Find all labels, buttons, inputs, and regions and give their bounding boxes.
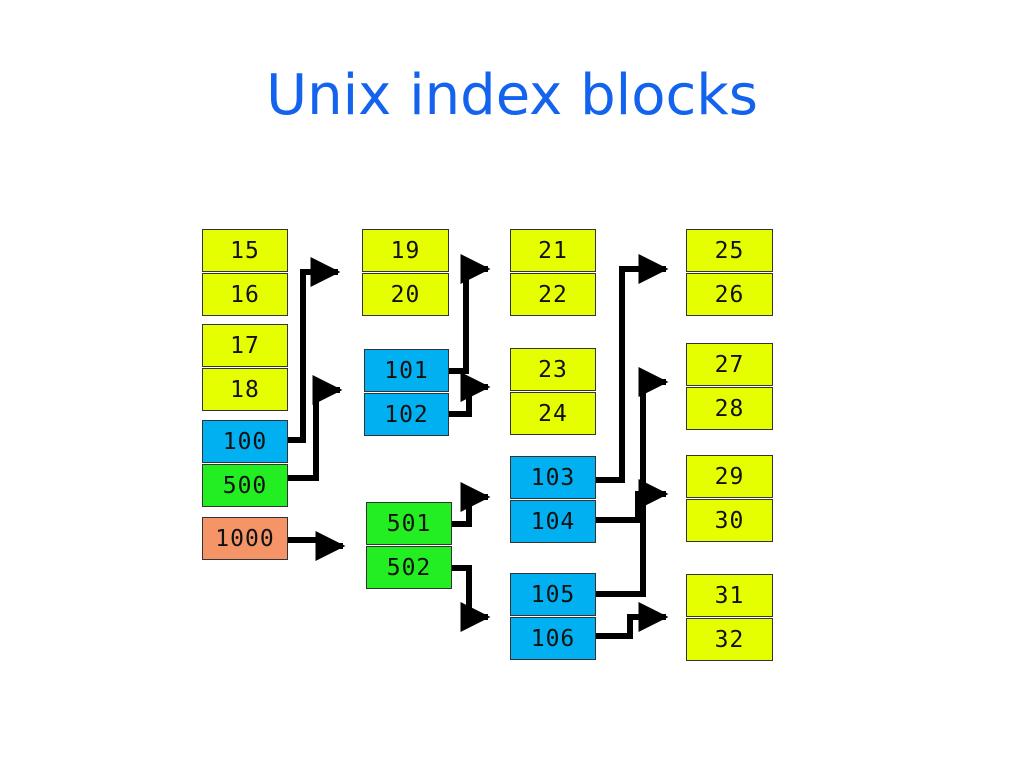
block-29: 29 <box>686 455 773 498</box>
arrow-501-to-103 <box>452 482 491 527</box>
arrow-102-to-23 <box>449 372 491 417</box>
block-106: 106 <box>510 617 596 660</box>
block-28: 28 <box>686 387 773 430</box>
block-502: 502 <box>366 546 452 589</box>
block-23: 23 <box>510 348 596 391</box>
block-27: 27 <box>686 343 773 386</box>
block-103: 103 <box>510 456 596 499</box>
arrow-502-to-105 <box>452 565 491 632</box>
block-500: 500 <box>202 464 288 507</box>
block-104: 104 <box>510 500 596 543</box>
block-19: 19 <box>362 229 449 272</box>
block-102: 102 <box>364 393 449 436</box>
block-100: 100 <box>202 420 288 463</box>
block-15: 15 <box>202 229 288 272</box>
arrow-500-to-101 <box>288 375 343 481</box>
arrow-1000-to-501 <box>288 531 346 561</box>
block-31: 31 <box>686 574 773 617</box>
arrow-100-to-19 <box>288 257 341 443</box>
block-26: 26 <box>686 273 773 316</box>
slide-title: Unix index blocks <box>266 63 758 128</box>
block-105: 105 <box>510 573 596 616</box>
arrow-104-to-29 <box>596 479 669 523</box>
arrow-106-to-31 <box>596 602 669 639</box>
block-22: 22 <box>510 273 596 316</box>
block-21: 21 <box>510 229 596 272</box>
block-25: 25 <box>686 229 773 272</box>
block-24: 24 <box>510 392 596 435</box>
arrow-101-to-21 <box>449 254 491 374</box>
block-16: 16 <box>202 273 288 316</box>
block-101: 101 <box>364 349 449 392</box>
block-18: 18 <box>202 368 288 411</box>
arrow-105-to-27 <box>596 367 669 597</box>
block-17: 17 <box>202 324 288 367</box>
block-20: 20 <box>362 273 449 316</box>
block-32: 32 <box>686 618 773 661</box>
block-30: 30 <box>686 499 773 542</box>
arrow-103-to-25 <box>596 254 669 483</box>
block-1000: 1000 <box>202 517 288 560</box>
block-501: 501 <box>366 502 452 545</box>
